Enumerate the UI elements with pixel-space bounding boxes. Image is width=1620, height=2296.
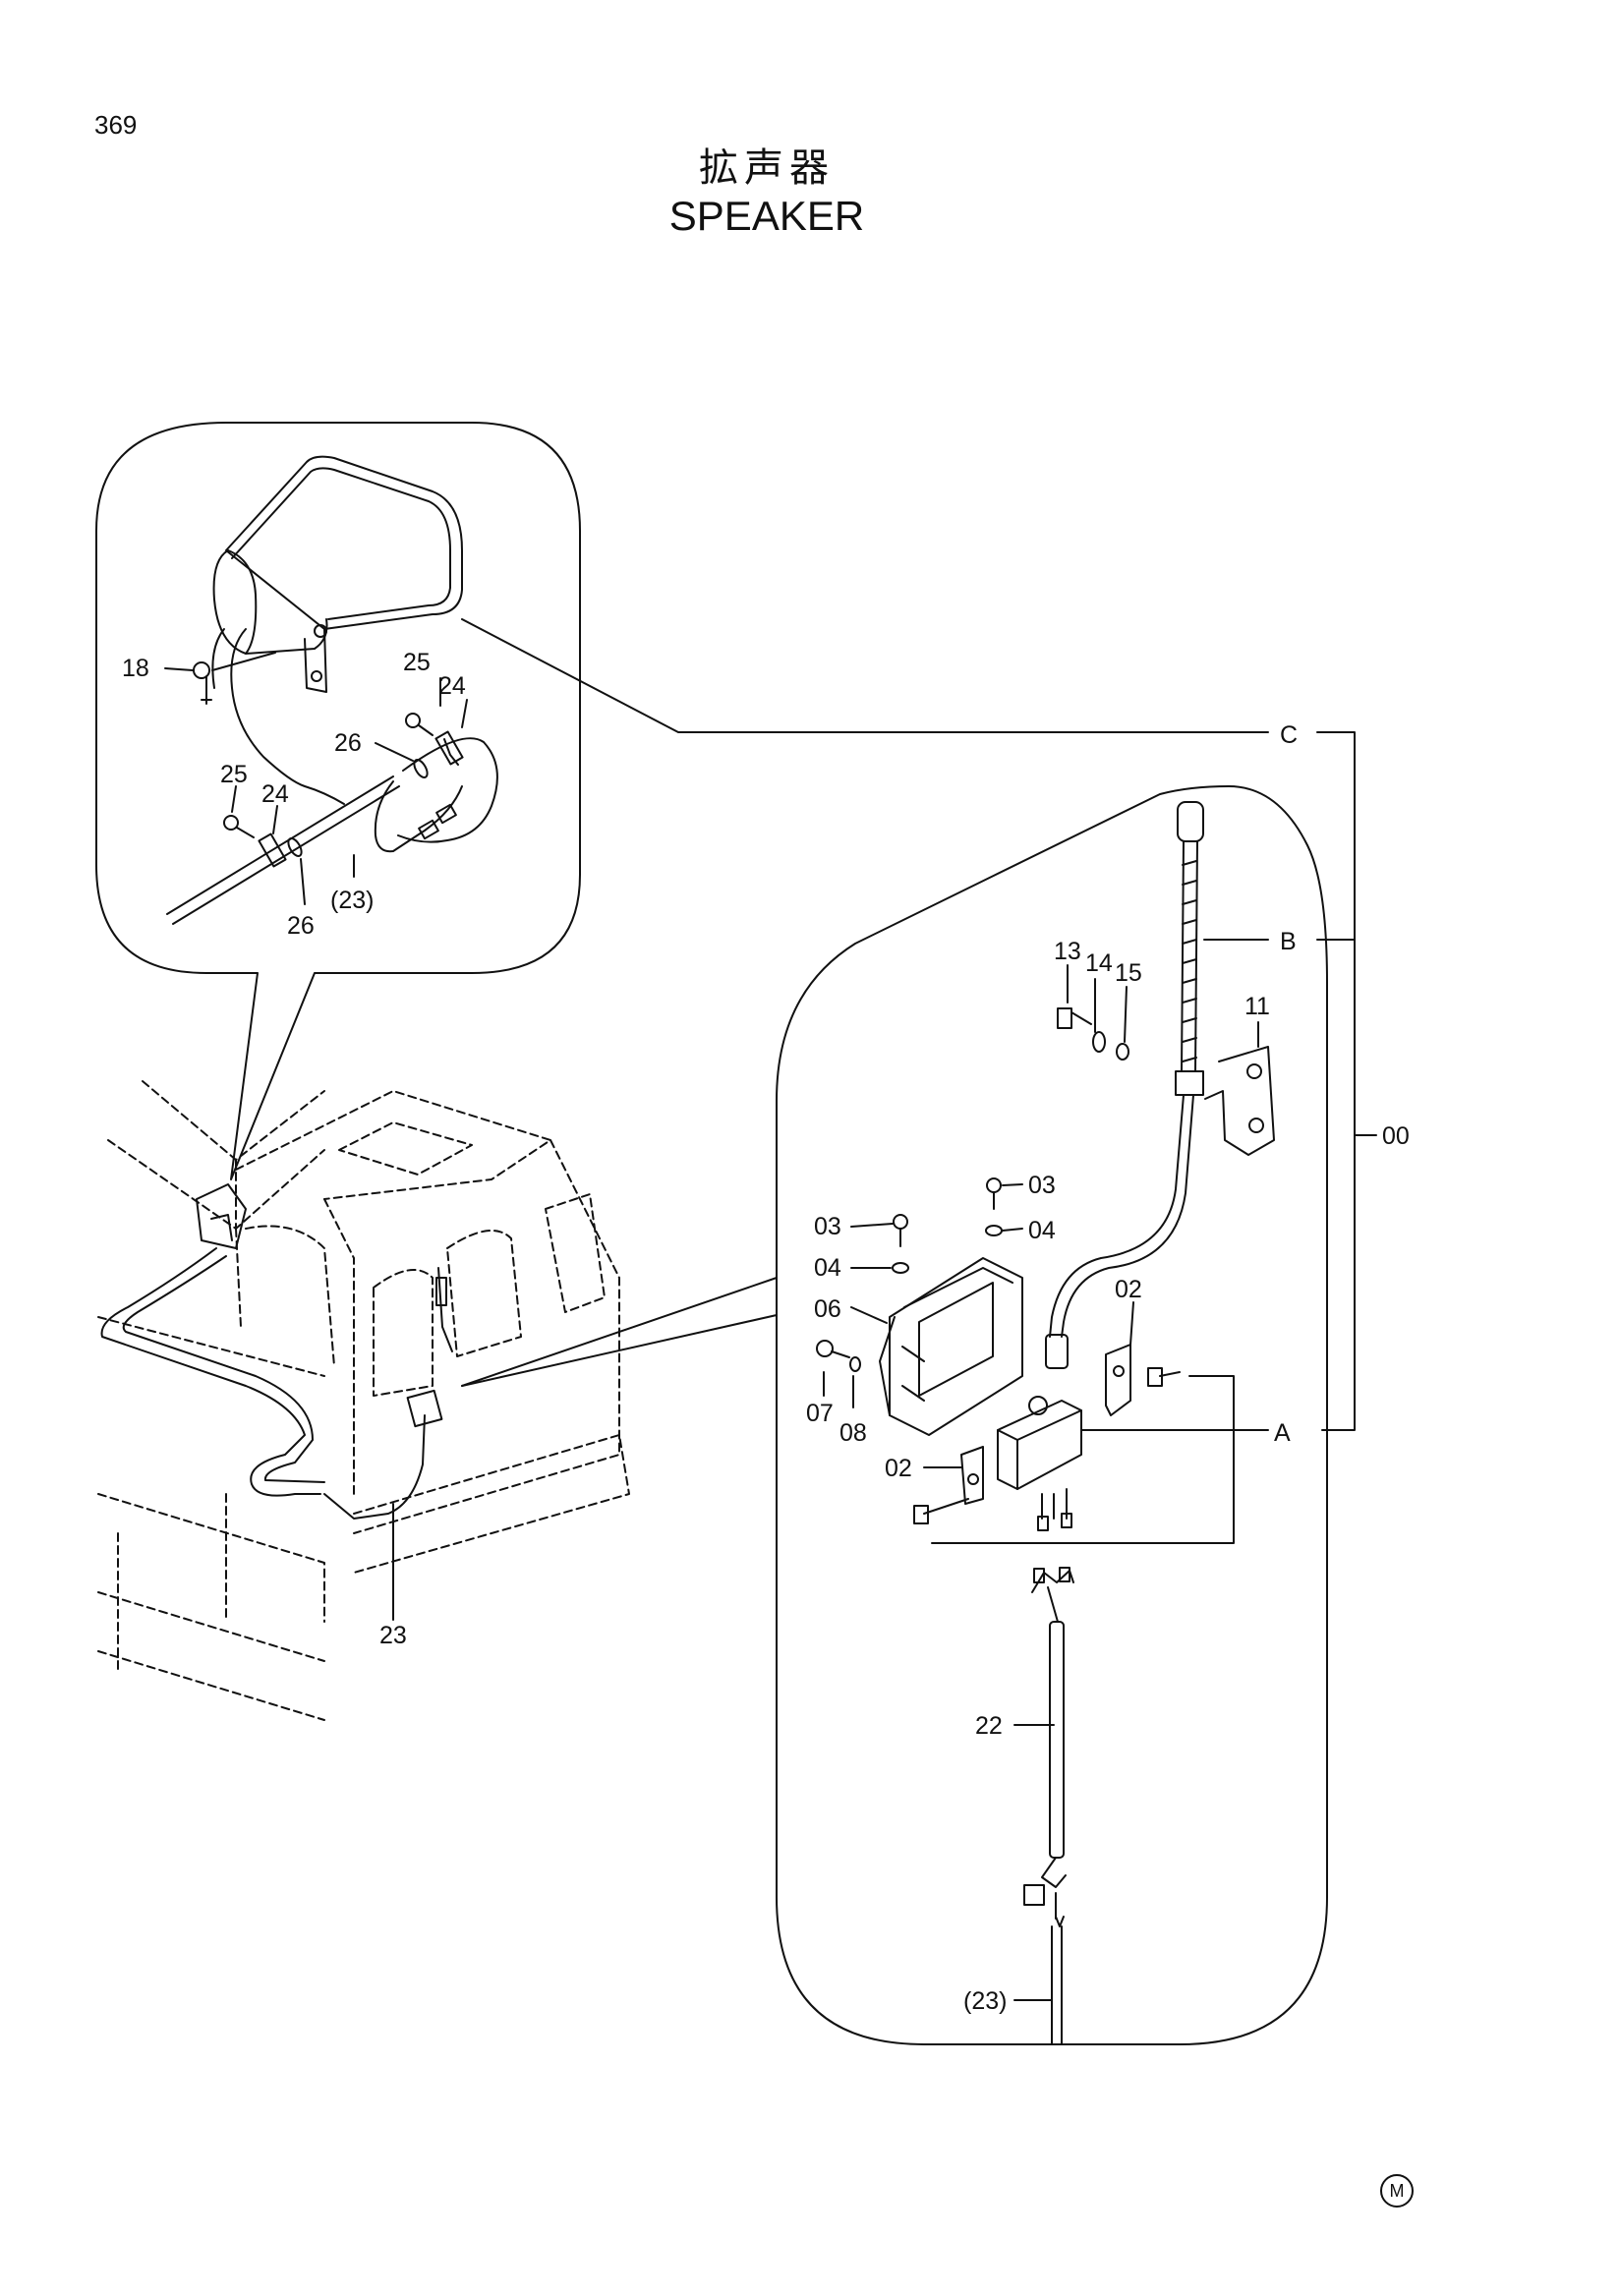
callout-18: 18: [122, 655, 149, 682]
assembly-bracket-lines: [461, 618, 1377, 1431]
speaker-horn-illustration: [211, 455, 463, 805]
callout-23-right: (23): [963, 1987, 1007, 2015]
callout-25-upper: 25: [403, 649, 431, 676]
callout-08: 08: [839, 1419, 867, 1447]
callout-13: 13: [1054, 938, 1081, 965]
speaker-detail-bubble: [95, 422, 581, 1180]
callout-14: 14: [1085, 949, 1113, 977]
callout-26-lower: 26: [287, 912, 315, 940]
callout-03-left: 03: [814, 1213, 841, 1240]
controller-box-illustration: [816, 1177, 1235, 1544]
callout-B: B: [1280, 928, 1297, 955]
callout-02-upper: 02: [1115, 1276, 1142, 1303]
callout-04-left: 04: [814, 1254, 841, 1282]
callout-C: C: [1280, 721, 1298, 749]
callout-24-lower: 24: [261, 780, 289, 808]
callout-22: 22: [975, 1712, 1003, 1740]
callout-23-cab: 23: [379, 1622, 407, 1649]
callout-15: 15: [1115, 959, 1142, 987]
microphone-illustration: [1045, 801, 1275, 1369]
page-title-japanese: 拡声器: [699, 145, 835, 191]
callout-04-right: 04: [1028, 1217, 1056, 1244]
callout-06: 06: [814, 1295, 841, 1323]
machine-cab-illustration: [97, 1080, 630, 1721]
callout-25-lower: 25: [220, 761, 248, 788]
controller-detail-bubble: [461, 785, 1328, 2045]
callout-23-bubble: (23): [330, 887, 374, 914]
page-number: 369: [94, 110, 138, 140]
machine-wiring: [100, 1183, 453, 1520]
manufacturer-mark: M: [1380, 2174, 1414, 2208]
callout-leaders: [164, 667, 1259, 2001]
harness-detail: [166, 652, 498, 925]
callout-26-upper: 26: [334, 729, 362, 757]
page-title: SPEAKER: [668, 193, 865, 239]
callout-02-lower: 02: [885, 1455, 912, 1482]
callout-11: 11: [1244, 993, 1270, 1020]
callout-07: 07: [806, 1400, 834, 1427]
callout-24-upper: 24: [438, 672, 466, 700]
callout-00: 00: [1382, 1122, 1410, 1150]
callout-A: A: [1274, 1419, 1291, 1447]
harness-22-illustration: [1023, 1567, 1074, 2045]
callout-03-right: 03: [1028, 1172, 1056, 1199]
callout-labels: 18 25 24 26 25 24 26 (23) C B A 00 13 14…: [122, 649, 1410, 2015]
